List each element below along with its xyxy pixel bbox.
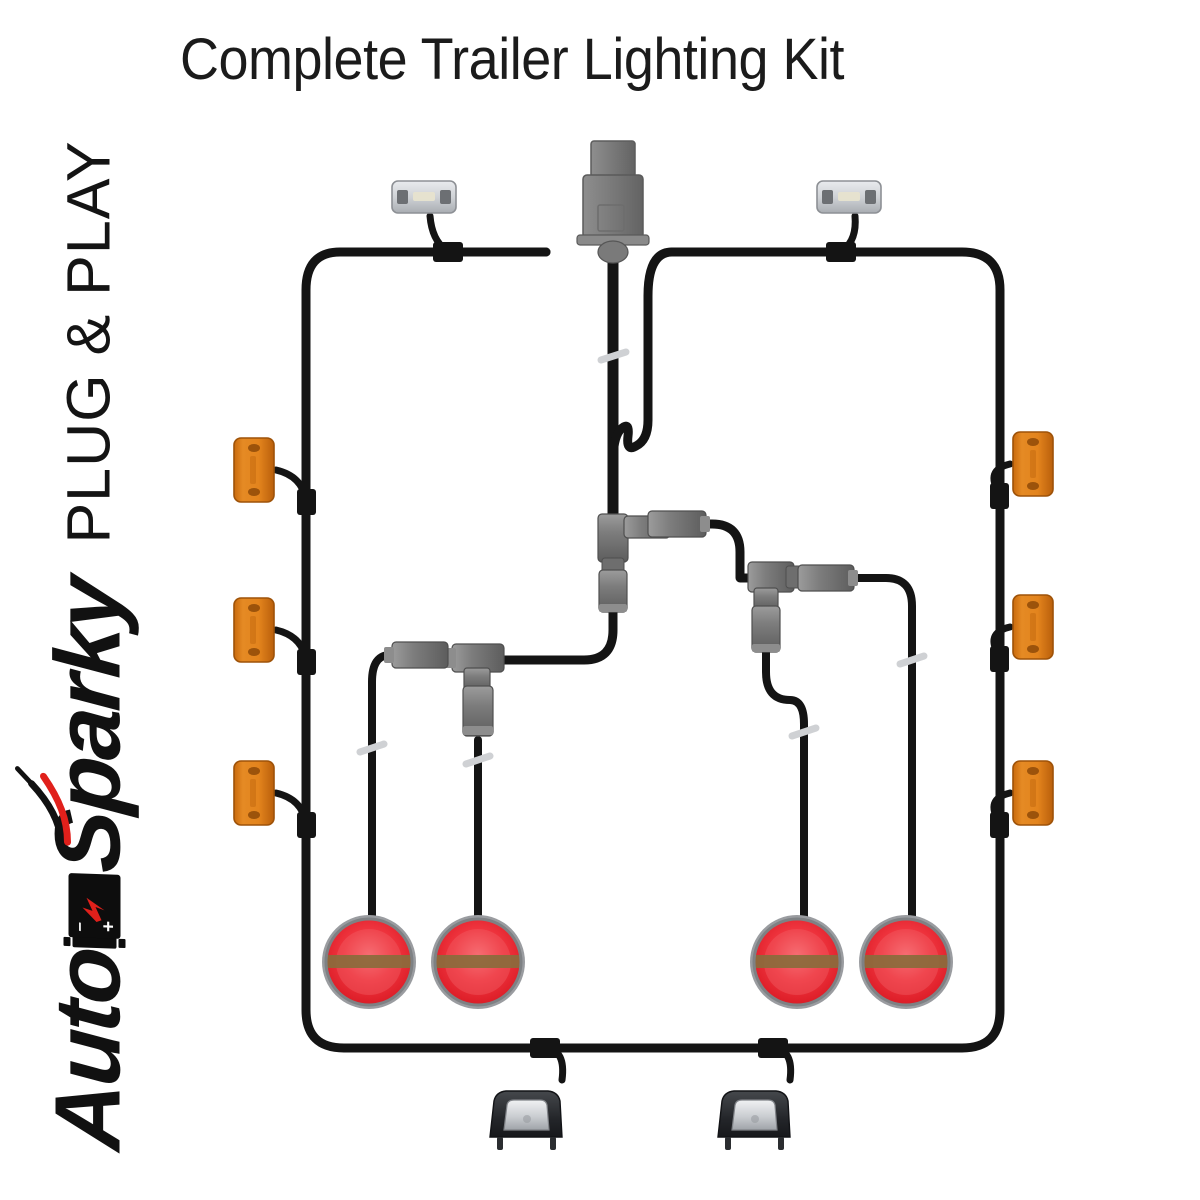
cable-tie [356,740,388,756]
side-marker-right-1[interactable] [1012,431,1054,497]
side-marker-right-3[interactable] [1012,760,1054,826]
cable-tie [597,348,630,364]
plate-lamp-left[interactable] [489,1090,563,1150]
cable-left-splitter-outer [368,651,394,924]
brand-wordmark: Auto – + Sparky [15,576,140,1153]
cable-clip [530,1038,560,1058]
tail-lamp-left-outer[interactable] [322,915,416,1009]
side-marker-right-2[interactable] [1012,594,1054,660]
cable-clip [826,242,856,262]
cable-main-splitter-right-branch [695,519,753,583]
extension-lead-left[interactable] [384,641,449,669]
tail-lamp-right-outer[interactable] [859,915,953,1009]
cable-harness [272,212,1014,1084]
cable-clip [297,812,316,838]
cable-tie [788,724,820,740]
cable-right-rail [667,247,1005,1053]
cable-right-splitter-outer [848,574,916,924]
cable-right-splitter-inner [762,646,808,924]
cable-left-rail [301,247,551,1053]
brand-logo: Auto – + Sparky [0,0,175,1200]
cable-clip [297,649,316,675]
front-marker-left[interactable] [391,180,457,214]
tail-lamp-left-inner[interactable] [431,915,525,1009]
tail-lamp-right-inner[interactable] [750,915,844,1009]
front-marker-right[interactable] [816,180,882,214]
extension-lead-right[interactable] [797,564,858,592]
cable-clips [297,242,1009,1058]
cable-clip [990,646,1009,672]
cable-main-splitter-left-branch [495,605,618,665]
battery-icon: – + [64,873,126,950]
main-plug[interactable] [576,140,650,264]
cable-tie [462,752,494,768]
side-marker-left-2[interactable] [233,597,275,663]
cable-clip [758,1038,788,1058]
cable-clip [990,483,1009,509]
extension-lead-centre[interactable] [647,510,710,538]
cable-ties [356,348,928,768]
cable-clip [297,489,316,515]
cable-clip [433,242,463,262]
cable-right-feed-to-splitter [608,247,677,523]
plate-lamp-right[interactable] [717,1090,791,1150]
lightning-bolt-icon [83,897,105,923]
wire-icon [15,766,72,846]
page-title: Complete Trailer Lighting Kit [180,27,845,92]
side-marker-left-1[interactable] [233,437,275,503]
splitter-left[interactable] [444,643,505,737]
splitter-main[interactable] [597,513,671,613]
side-marker-left-3[interactable] [233,760,275,826]
cable-tie [896,652,928,668]
cable-clip [990,812,1009,838]
